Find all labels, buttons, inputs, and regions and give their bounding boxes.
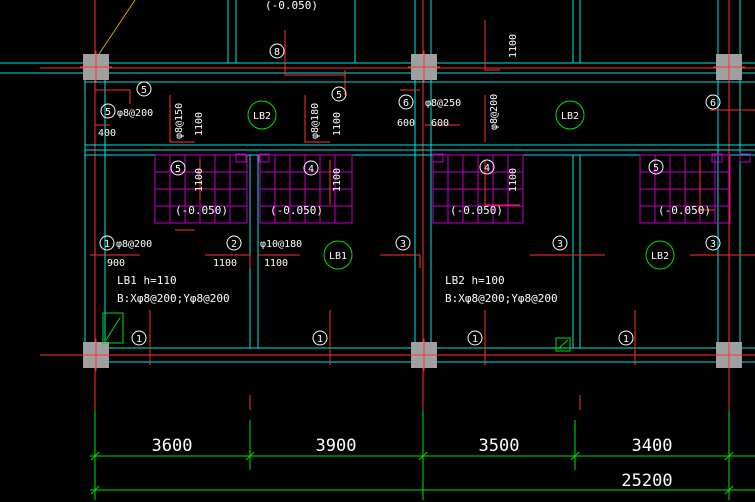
rebar-spec: φ10@180	[260, 239, 302, 250]
dimension-total: 25200	[621, 471, 672, 491]
rebar-spec: φ8@150	[174, 103, 185, 139]
elevation-label: (-0.050)	[658, 204, 711, 217]
elevation-label: (-0.050)	[270, 204, 323, 217]
bubble-label: 1	[104, 239, 110, 250]
elevation-label: (-0.050)	[175, 204, 228, 217]
bubble-label: 8	[274, 47, 280, 58]
bubble-label: 3	[557, 239, 563, 250]
rebar-vertical-texts: φ8@150 1100 φ8@180 1100 φ8@200 1100 1100…	[174, 34, 519, 192]
elevation-label: (-0.050)	[450, 204, 503, 217]
rebar-texts: φ8@200 400 φ8@250 600 600 φ8@200 900 110…	[98, 98, 461, 269]
bubble-label: 5	[105, 107, 111, 118]
bubble-label: 4	[308, 164, 314, 175]
slab-id-label: LB2	[651, 251, 669, 262]
dimension-label: 3500	[479, 436, 520, 456]
bubble-label: 6	[710, 98, 716, 109]
slab-note-title: LB2 h=100	[445, 274, 505, 287]
dimension-lines	[90, 410, 755, 500]
rebar-spec: φ8@200	[489, 94, 500, 130]
bubble-label: 3	[400, 239, 406, 250]
elevations: (-0.050) (-0.050) (-0.050) (-0.050) (-0.…	[175, 0, 711, 217]
slab-note-rebar: B:Xφ8@200;Yφ8@200	[445, 292, 558, 305]
bubble-label: 2	[231, 239, 237, 250]
rebar-length: 600	[431, 118, 449, 129]
slab-id-label: LB1	[329, 251, 347, 262]
rebar-length: 1100	[508, 168, 519, 192]
rebar-spec: φ8@180	[310, 103, 321, 139]
dimension-label: 3600	[152, 436, 193, 456]
rebar-spec: φ8@250	[425, 98, 461, 109]
rebar-length: 600	[397, 118, 415, 129]
slab-notes: LB1 h=110 B:Xφ8@200;Yφ8@200 LB2 h=100 B:…	[117, 274, 558, 305]
bubbles	[99, 43, 721, 346]
slab-note-rebar: B:Xφ8@200;Yφ8@200	[117, 292, 230, 305]
bubble-label: 1	[317, 334, 323, 345]
rebar-spec: φ8@200	[117, 108, 153, 119]
rebar-length: 1100	[194, 168, 205, 192]
bubble-numbers: 5 5 8 5 6 6 5 4 4 5 1 2 3 3 3 1 1 1 1	[104, 47, 716, 345]
bubble-label: 3	[710, 239, 716, 250]
slab-note-title: LB1 h=110	[117, 274, 177, 287]
bubble-label: 5	[336, 90, 342, 101]
dimension-label: 3400	[632, 436, 673, 456]
bubble-label: 1	[623, 334, 629, 345]
rebar-length: 1100	[508, 34, 519, 58]
bubble-label: 4	[484, 163, 490, 174]
slab-id-label: LB2	[561, 111, 579, 122]
rebar-length: 1100	[213, 258, 237, 269]
rebar-length: 1100	[264, 258, 288, 269]
green-markers	[102, 312, 571, 352]
bubble-label: 5	[653, 163, 659, 174]
rebar-spec: φ8@200	[116, 239, 152, 250]
construction-line	[94, 0, 136, 61]
bubble-label: 6	[403, 98, 409, 109]
bubble-label: 1	[472, 334, 478, 345]
bubble-label: 5	[175, 164, 181, 175]
bubble-label: 1	[136, 334, 142, 345]
slab-ids: LB2 LB2 LB1 LB2	[253, 111, 669, 262]
hatch-areas	[154, 153, 751, 224]
bubble-label: 5	[141, 85, 147, 96]
slab-id-circles	[247, 100, 675, 270]
rebar-length: 1100	[194, 112, 205, 136]
slab-id-label: LB2	[253, 111, 271, 122]
column-crosshairs	[80, 51, 745, 371]
elevation-label: (-0.050)	[265, 0, 318, 12]
rebar-length: 1100	[332, 168, 343, 192]
rebar-length: 400	[98, 128, 116, 139]
dimension-texts: 3600 3900 3500 3400 25200	[152, 436, 673, 491]
rebar-length: 900	[107, 258, 125, 269]
rebar-length: 1100	[332, 112, 343, 136]
dimension-label: 3900	[316, 436, 357, 456]
